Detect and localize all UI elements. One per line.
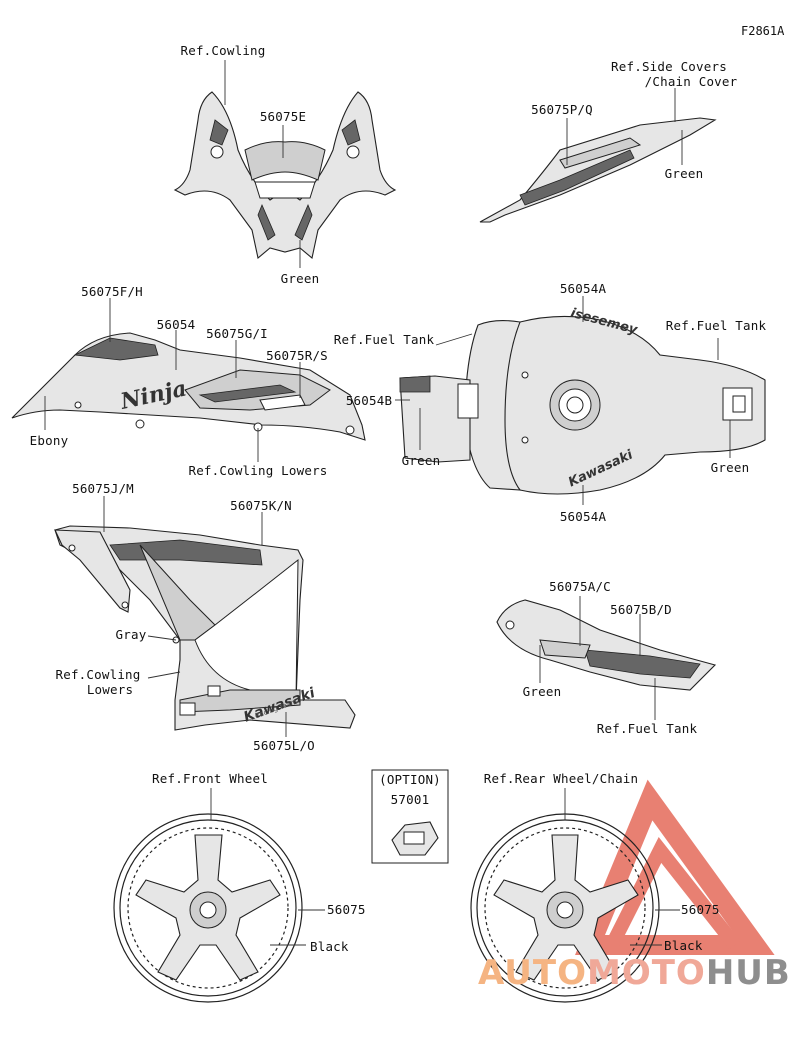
cowling-color-label: Green <box>280 271 320 286</box>
side-covers-ref-label-2: /Chain Cover <box>644 74 738 89</box>
tankside-part-ac-label: 56075A/C <box>549 579 611 594</box>
front-wheel-ref-label: Ref.Front Wheel <box>152 771 268 786</box>
lower-part-kn-label: 56075K/N <box>230 498 292 513</box>
fairing-color-label: Ebony <box>29 433 69 448</box>
option-part-label: 57001 <box>390 792 430 807</box>
rear-wheel-ref-label: Ref.Rear Wheel/Chain <box>483 771 639 786</box>
watermark-hub: HUB <box>705 953 791 993</box>
tank-color-left-label: Green <box>401 453 441 468</box>
lower-cowling-drawing <box>54 525 356 731</box>
front-wheel-color-label: Black <box>310 939 349 954</box>
side-covers-color-label: Green <box>664 166 704 181</box>
fuel-tank-drawing <box>399 315 766 495</box>
front-wheel-drawing <box>113 813 303 1003</box>
tank-side-drawing <box>496 599 717 691</box>
watermark-moto: MOTO <box>586 953 706 993</box>
fairing-part-fh-label: 56075F/H <box>81 284 143 299</box>
side-fairing-drawing <box>11 332 366 441</box>
watermark-text: AUTOMOTOHUB <box>478 953 791 993</box>
option-header-label: (OPTION) <box>379 772 441 787</box>
lower-part-jm-label: 56075J/M <box>72 481 134 496</box>
lower-ref-label-1: Ref.Cowling <box>55 667 141 682</box>
front-wheel-part-label: 56075 <box>327 902 366 917</box>
tankside-ref-label: Ref.Fuel Tank <box>596 721 698 736</box>
upper-cowling-drawing <box>173 91 397 260</box>
rear-wheel-drawing <box>470 813 660 1003</box>
fairing-part-56054-label: 56054 <box>156 317 196 332</box>
option-part-icon <box>391 821 439 856</box>
watermark-auto: AUTO <box>478 953 587 993</box>
rear-wheel-part-label: 56075 <box>681 902 720 917</box>
tank-part-a-bottom-label: 56054A <box>559 509 607 524</box>
fairing-ref-label: Ref.Cowling Lowers <box>188 463 328 478</box>
fairing-part-gi-label: 56075G/I <box>206 326 268 341</box>
tank-part-b-label: 56054B <box>345 393 393 408</box>
tank-part-a-top-label: 56054A <box>559 281 607 296</box>
tank-ref-right-label: Ref.Fuel Tank <box>665 318 767 333</box>
lower-part-lo-label: 56075L/O <box>253 738 315 753</box>
tankside-color-label: Green <box>522 684 562 699</box>
tankside-part-bd-label: 56075B/D <box>610 602 672 617</box>
lower-color-label: Gray <box>115 627 147 642</box>
side-cover-drawing <box>479 117 717 223</box>
side-covers-ref-label-1: Ref.Side Covers <box>611 59 727 74</box>
rear-wheel-color-label: Black <box>664 938 703 953</box>
tank-ref-left-label: Ref.Fuel Tank <box>333 332 435 347</box>
fairing-part-rs-label: 56075R/S <box>266 348 328 363</box>
tank-color-right-label: Green <box>710 460 750 475</box>
side-covers-part-label: 56075P/Q <box>531 102 593 117</box>
cowling-part-label: 56075E <box>259 109 307 124</box>
watermark-logo-icon <box>575 779 775 955</box>
figure-id: F2861A <box>741 24 785 38</box>
lower-ref-label-2: Lowers <box>86 682 134 697</box>
cowling-ref-label: Ref.Cowling <box>180 43 266 58</box>
